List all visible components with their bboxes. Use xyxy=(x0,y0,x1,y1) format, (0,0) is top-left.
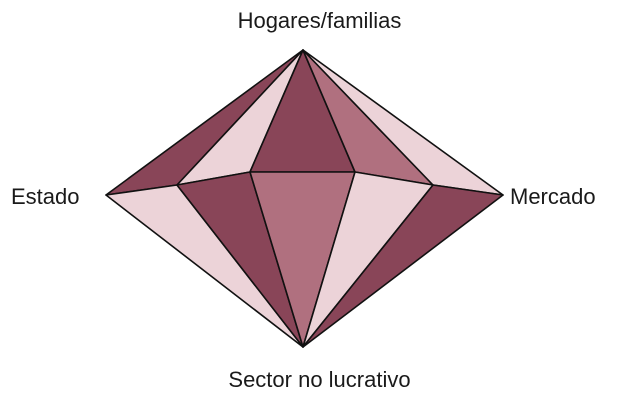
label-sector-no-lucrativo: Sector no lucrativo xyxy=(228,367,411,392)
facet-lower-right-outer xyxy=(302,184,504,348)
label-mercado: Mercado xyxy=(510,184,596,209)
label-estado: Estado xyxy=(11,184,80,209)
label-hogares-familias: Hogares/familias xyxy=(237,8,402,33)
